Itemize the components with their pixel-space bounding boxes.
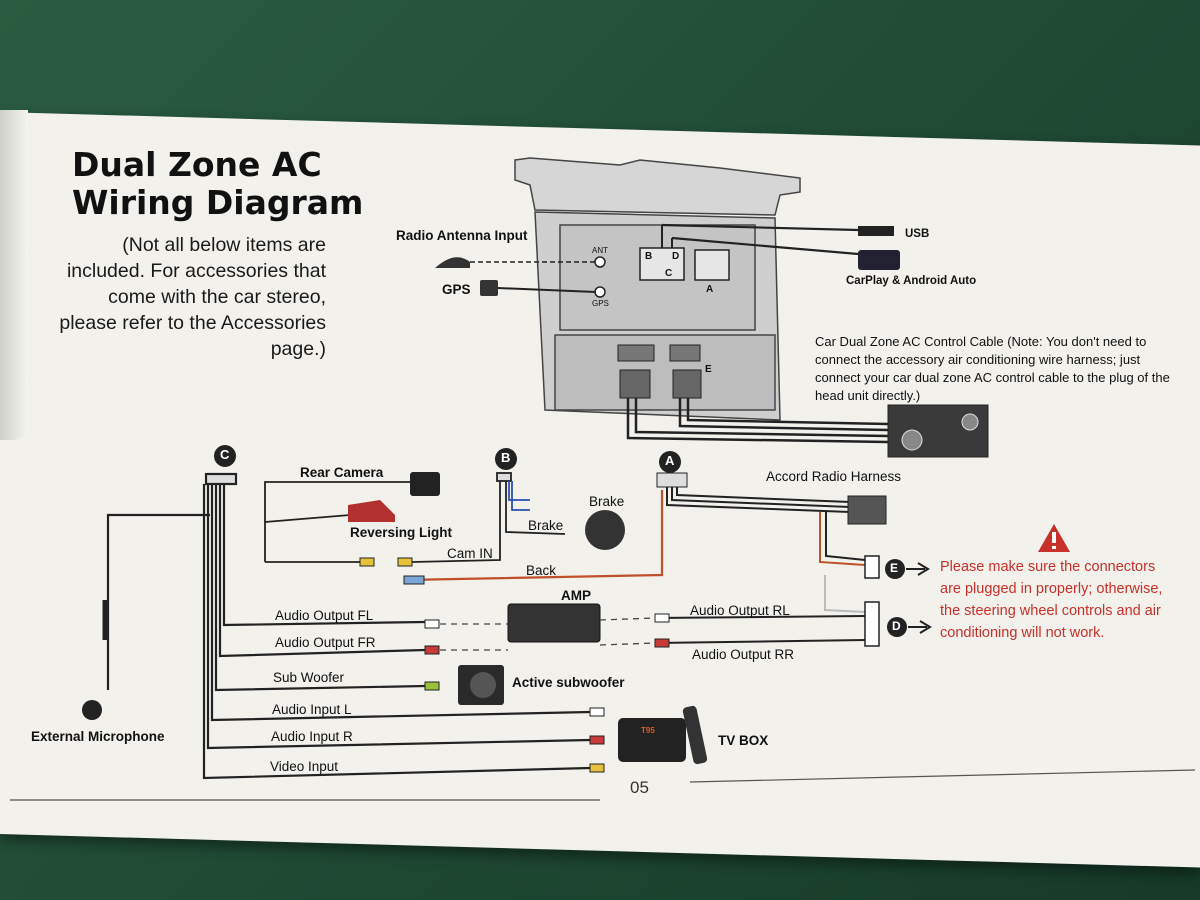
label-back: Back bbox=[526, 563, 557, 578]
label-port-b: B bbox=[645, 251, 653, 262]
tv-remote bbox=[682, 705, 708, 765]
harness-plug-2 bbox=[672, 369, 702, 399]
badge-c: C bbox=[220, 447, 230, 462]
connector-badges bbox=[214, 445, 907, 637]
port-bcd bbox=[639, 247, 685, 281]
label-amp: AMP bbox=[561, 588, 591, 603]
antenna-shark-fin bbox=[435, 257, 470, 268]
connector-c-trunk bbox=[106, 472, 591, 780]
label-tv-box: TV BOX bbox=[718, 733, 769, 748]
port-left-plug bbox=[617, 344, 655, 362]
accessories-note: (Not all below items are included. For a… bbox=[59, 234, 326, 360]
label-sub-woofer: Sub Woofer bbox=[273, 670, 345, 685]
label-gps-port: GPS bbox=[592, 299, 609, 308]
label-active-subwoofer: Active subwoofer bbox=[512, 675, 625, 690]
label-brake-wire: Brake bbox=[528, 518, 564, 533]
ac-control-note: Car Dual Zone AC Control Cable (Note: Yo… bbox=[815, 334, 1170, 403]
label-rear-camera: Rear Camera bbox=[300, 465, 384, 480]
label-reversing-light: Reversing Light bbox=[350, 525, 453, 540]
label-audio-fl: Audio Output FL bbox=[275, 608, 374, 623]
label-port-a: A bbox=[706, 284, 714, 295]
label-port-d: D bbox=[672, 251, 680, 262]
label-port-e: E bbox=[705, 364, 712, 375]
badge-e: E bbox=[890, 561, 899, 575]
gps-port bbox=[594, 286, 606, 298]
tv-box-brand-logo: T95 bbox=[641, 726, 655, 735]
connector-a-plug bbox=[656, 472, 688, 488]
usb-cable-end bbox=[858, 226, 894, 236]
label-ant-port: ANT bbox=[592, 246, 608, 255]
badge-a: A bbox=[665, 453, 675, 468]
label-usb: USB bbox=[905, 228, 930, 240]
brake-device bbox=[585, 510, 625, 550]
head-unit bbox=[514, 157, 801, 421]
label-audio-in-l: Audio Input L bbox=[272, 702, 352, 717]
label-radio-antenna: Radio Antenna Input bbox=[396, 228, 528, 243]
page-number: 05 bbox=[630, 778, 649, 797]
harness-plug-1 bbox=[619, 369, 651, 399]
label-audio-rr: Audio Output RR bbox=[692, 647, 795, 662]
amp-device bbox=[507, 603, 601, 643]
warning-text: Please make sure the connectors are plug… bbox=[940, 559, 1163, 641]
label-external-microphone: External Microphone bbox=[31, 729, 165, 744]
label-audio-fr: Audio Output FR bbox=[275, 635, 376, 650]
rear-camera-device bbox=[410, 472, 440, 496]
page-title: Dual Zone AC Wiring Diagram bbox=[72, 145, 364, 222]
port-a bbox=[694, 249, 730, 281]
port-right-plug bbox=[669, 344, 701, 362]
reversing-light-device bbox=[348, 500, 395, 522]
ac-plug-photo bbox=[887, 404, 989, 458]
badge-d: D bbox=[892, 619, 901, 633]
connector-e-plug bbox=[864, 555, 880, 579]
tv-box-device bbox=[618, 718, 686, 762]
ac-cable-bundle bbox=[626, 398, 889, 444]
label-carplay: CarPlay & Android Auto bbox=[846, 275, 977, 287]
label-accord-harness: Accord Radio Harness bbox=[766, 469, 902, 484]
label-audio-in-r: Audio Input R bbox=[271, 729, 353, 744]
label-video-in: Video Input bbox=[270, 759, 339, 774]
connector-d-plug bbox=[864, 601, 880, 647]
carplay-device bbox=[858, 250, 900, 270]
back-wire bbox=[404, 490, 664, 582]
label-audio-rl: Audio Output RL bbox=[690, 603, 790, 618]
gps-module bbox=[480, 280, 498, 296]
label-gps: GPS bbox=[442, 282, 471, 297]
label-port-c: C bbox=[665, 268, 673, 279]
connector-b-wires bbox=[411, 472, 566, 563]
booklet-left-page-edge bbox=[0, 110, 28, 440]
microphone bbox=[82, 700, 102, 720]
label-cam-in: Cam IN bbox=[447, 546, 493, 561]
accord-harness-plug bbox=[847, 495, 887, 525]
label-brake-device: Brake bbox=[589, 494, 625, 509]
ant-port bbox=[594, 256, 606, 268]
badge-b: B bbox=[501, 450, 511, 465]
accord-harness bbox=[666, 487, 851, 513]
page-rule-right bbox=[689, 769, 1196, 783]
